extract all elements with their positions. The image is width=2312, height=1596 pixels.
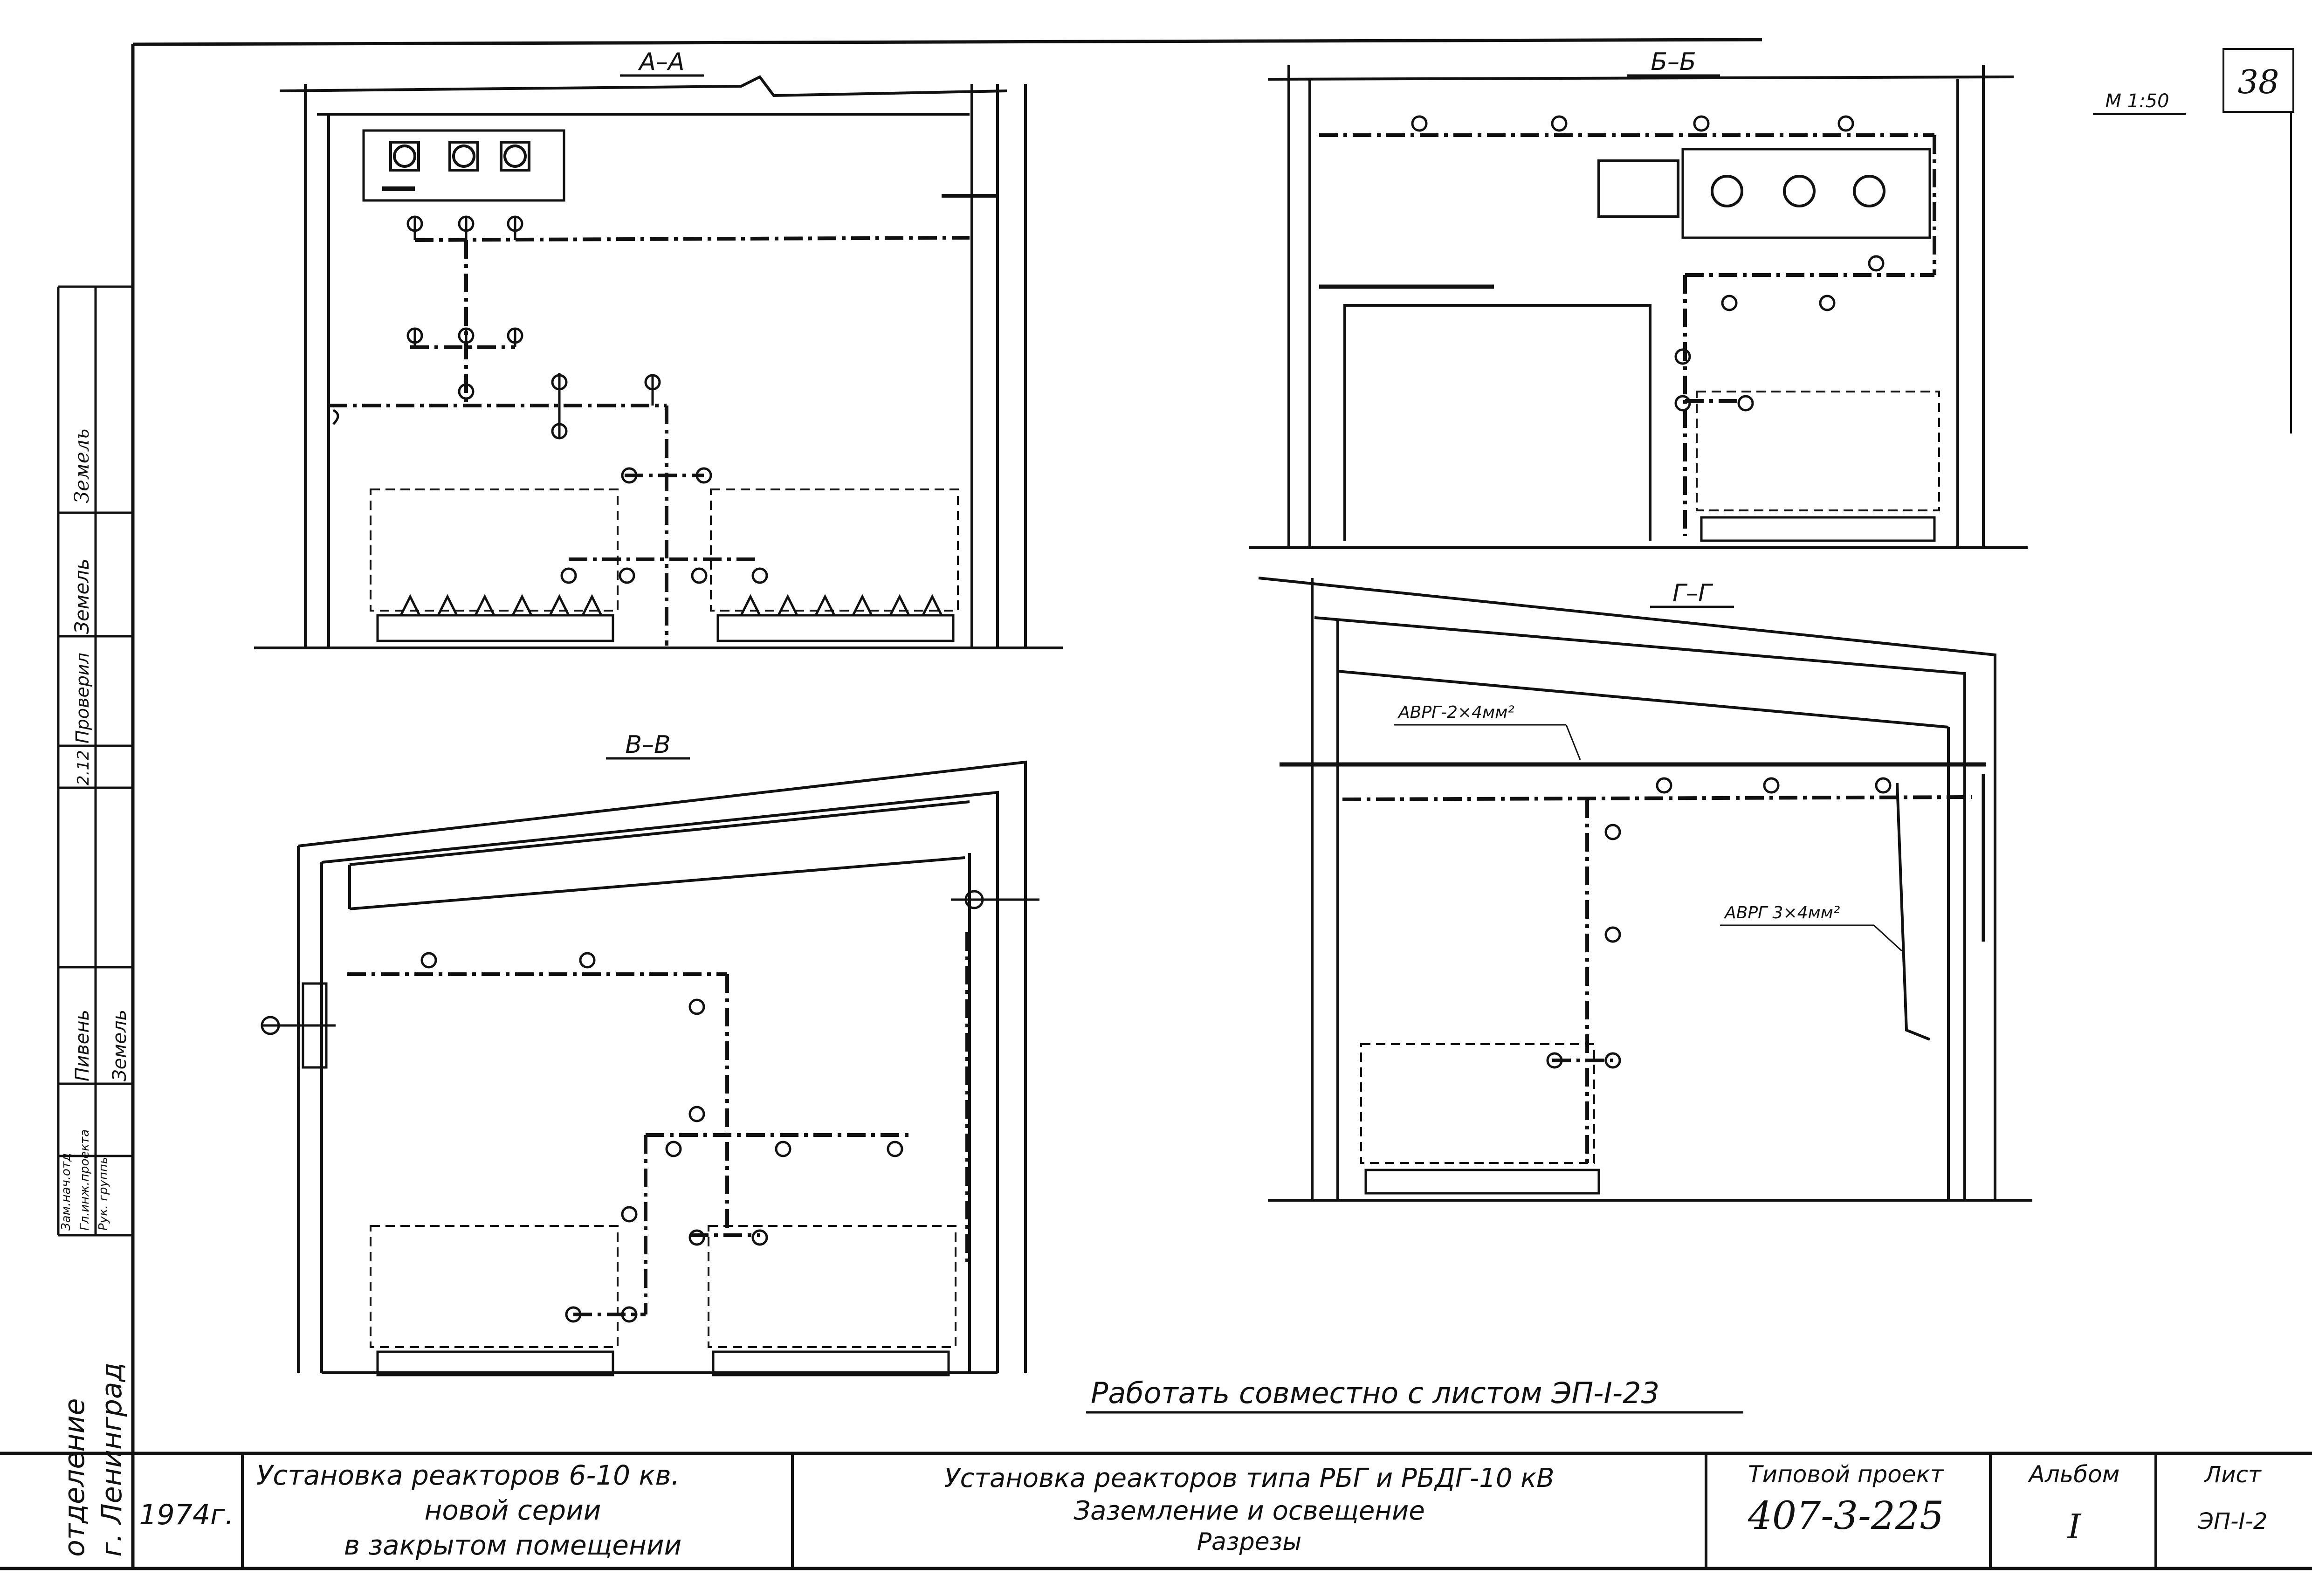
album-label: Альбом	[2028, 1461, 2120, 1488]
name-zemel-1: Земель	[70, 558, 93, 634]
role-group-head: Рук. группы	[96, 1155, 110, 1231]
title-line-2: Заземление и освещение	[1073, 1496, 1425, 1526]
section-aa-title: А–А	[638, 48, 684, 76]
object-line-2: новой серии	[425, 1494, 601, 1526]
title-year: 1974г.	[139, 1499, 234, 1531]
name-zemel-2: Земель	[109, 1010, 131, 1081]
side-stamp: Земель Земель Проверил 2.12 Пивень Земел…	[57, 285, 134, 1557]
sheet-number-box: 38	[2223, 48, 2294, 433]
album-value: I	[2067, 1507, 2082, 1546]
section-bb-title: Б–Б	[1651, 48, 1696, 76]
name-piven: Пивень	[72, 1010, 93, 1081]
section-bb: Б–Б	[1249, 48, 2028, 549]
project-number: 407-3-225	[1748, 1494, 1944, 1538]
org-line-1: отделение	[58, 1398, 91, 1557]
signature-zemel: Земель	[70, 429, 93, 503]
section-gg: Г–Г АВРГ-2×4мм² АВРГ	[1258, 577, 2032, 1202]
section-gg-title: Г–Г	[1672, 579, 1713, 607]
date-mark: 2.12	[74, 750, 93, 785]
sheet-number: 38	[2237, 63, 2279, 101]
object-line-1: Установка реакторов 6-10 кв.	[256, 1459, 680, 1491]
scale-label: М 1:50	[2105, 90, 2169, 112]
object-line-3: в закрытом помещении	[344, 1529, 682, 1561]
sheet-value: ЭП-I-2	[2198, 1508, 2268, 1534]
role-chief-engineer: Гл.инж.проекта	[78, 1129, 92, 1231]
title-block: 1974г. Установка реакторов 6-10 кв. ново…	[139, 1453, 2267, 1568]
section-vv: В–В	[261, 731, 1039, 1376]
role-checked: Проверил	[72, 653, 93, 743]
cable-label-1: АВРГ-2×4мм²	[1397, 703, 1514, 722]
section-vv-title: В–В	[625, 731, 670, 759]
section-aa: А–А	[254, 48, 1063, 649]
title-line-1: Установка реакторов типа РБГ и РБДГ-10 к…	[944, 1463, 1554, 1493]
org-line-2: г. Ленинград	[96, 1362, 128, 1557]
role-deputy-head: Зам.нач.отд	[59, 1153, 73, 1231]
cable-label-2: АВРГ 3×4мм²	[1724, 903, 1840, 922]
sheet-label: Лист	[2203, 1462, 2262, 1488]
cooperation-note: Работать совместно с листом ЭП-I-23	[1091, 1376, 1659, 1410]
project-label: Типовой проект	[1748, 1461, 1945, 1488]
title-line-3: Разрезы	[1197, 1528, 1302, 1556]
